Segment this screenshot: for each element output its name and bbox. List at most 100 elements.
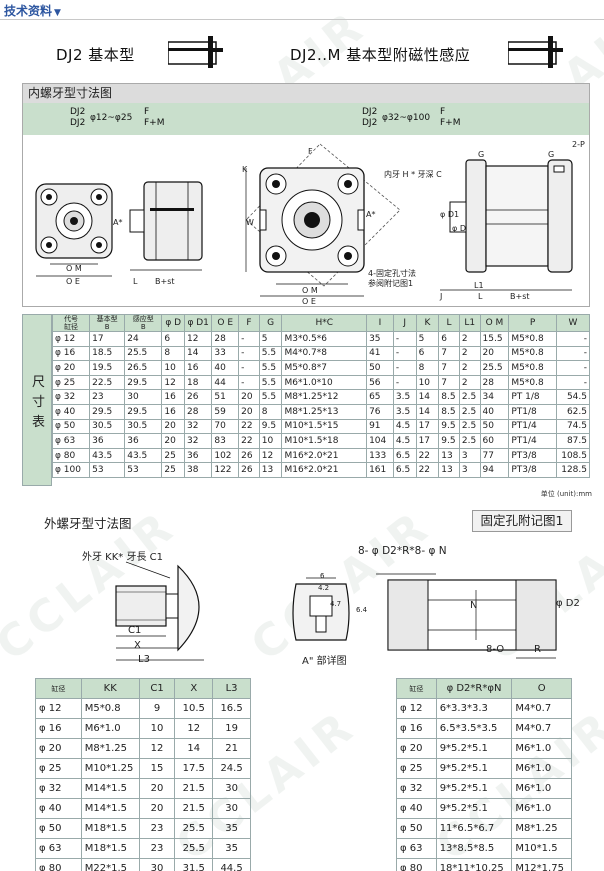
table-cell: 16 bbox=[161, 389, 186, 405]
table-cell: M6*1.0 bbox=[80, 718, 140, 739]
right-model-f: F bbox=[440, 107, 446, 117]
table-cell: 9*5.2*5.1 bbox=[435, 778, 513, 799]
table-cell: 25.5 bbox=[174, 838, 214, 859]
header-divider bbox=[0, 19, 604, 20]
table-cell: 56 bbox=[366, 374, 394, 391]
table-cell: 40 bbox=[479, 403, 510, 420]
table-cell: 2.5 bbox=[458, 433, 481, 449]
dim-phid1-label: φ D1 bbox=[440, 210, 460, 219]
table-cell: 20 bbox=[138, 798, 176, 819]
table-cell: 2 bbox=[458, 345, 481, 362]
table-cell: 17 bbox=[415, 418, 440, 435]
table-cell: M4*0.7 bbox=[511, 718, 572, 739]
table-cell: 29.5 bbox=[89, 403, 126, 420]
table-cell: 50 bbox=[366, 360, 394, 376]
dim-l1-label: L1 bbox=[474, 281, 484, 290]
table-cell: 83 bbox=[211, 433, 240, 449]
dim-d2-label: φ D2 bbox=[556, 598, 580, 609]
table-cell: 21 bbox=[212, 738, 251, 759]
table-cell: 5.5 bbox=[258, 389, 283, 405]
table-cell: 74.5 bbox=[555, 418, 591, 435]
right-model-range: φ32~φ100 bbox=[382, 113, 431, 123]
table-cell: 35 bbox=[366, 331, 394, 347]
table-cell: M12*1.75 bbox=[511, 858, 572, 871]
table-cell: 17 bbox=[89, 331, 126, 347]
table-cell: 14 bbox=[174, 738, 214, 759]
table-cell: 12 bbox=[174, 718, 214, 739]
table-cell: 25.5 bbox=[479, 360, 510, 376]
table-cell: φ 32 bbox=[396, 778, 437, 799]
table-cell: 8 bbox=[161, 345, 186, 362]
table-cell: 8.5 bbox=[438, 403, 460, 420]
table-cell: - bbox=[392, 345, 417, 362]
table-cell: 22 bbox=[415, 447, 440, 464]
table-cell: 8 bbox=[415, 360, 440, 376]
table-cell: 20 bbox=[138, 778, 176, 799]
table-cell: 13 bbox=[258, 462, 283, 478]
table-cell: 6.5*3.5*3.5 bbox=[435, 718, 513, 739]
table-cell: M18*1.5 bbox=[80, 838, 140, 859]
table-cell: - bbox=[392, 374, 417, 391]
dim-om-label: O M bbox=[302, 286, 318, 295]
table-cell: 23 bbox=[89, 389, 126, 405]
table-cell: 6 bbox=[161, 331, 186, 347]
table-cell: 29.5 bbox=[124, 403, 163, 420]
table-cell: φ 20 bbox=[51, 360, 91, 376]
table-cell: φ 50 bbox=[396, 818, 437, 839]
table-cell: φ 20 bbox=[35, 738, 82, 759]
table-cell: 91 bbox=[366, 418, 394, 435]
table-cell: 16 bbox=[161, 403, 186, 420]
table-cell: 17 bbox=[415, 433, 440, 449]
table-cell: M8*1.25*13 bbox=[281, 403, 368, 420]
header-title[interactable]: 技术资料▼ bbox=[4, 4, 61, 18]
table-cell: 43.5 bbox=[124, 447, 163, 464]
table-cell: M5*0.8 bbox=[508, 374, 557, 391]
table-cell: 24 bbox=[124, 331, 163, 347]
table-cell: 13 bbox=[438, 462, 460, 478]
table-cell: M14*1.5 bbox=[80, 778, 140, 799]
thread-note: 内牙 H * 牙深 C bbox=[384, 170, 442, 179]
table-cell: 35 bbox=[212, 838, 251, 859]
table-cell: 30 bbox=[212, 778, 251, 799]
table-cell: 3 bbox=[458, 462, 481, 478]
table-cell: 32 bbox=[184, 418, 213, 435]
table-cell: φ 40 bbox=[35, 798, 82, 819]
table-cell: 20 bbox=[238, 389, 260, 405]
table-cell: 16.5 bbox=[212, 698, 251, 719]
table-cell: 54.5 bbox=[555, 389, 591, 405]
table-cell: 28 bbox=[479, 374, 510, 391]
table-cell: 14 bbox=[184, 345, 213, 362]
table-cell: - bbox=[392, 331, 417, 347]
table-cell: - bbox=[238, 374, 260, 391]
table-cell: 6.5 bbox=[392, 447, 417, 464]
table-cell: φ 50 bbox=[35, 818, 82, 839]
table-cell: M4*0.7 bbox=[511, 698, 572, 719]
table-cell: 4.5 bbox=[392, 433, 417, 449]
external-thread-drawing bbox=[115, 561, 204, 661]
small-front-view-drawing bbox=[35, 183, 113, 277]
table-cell: 9.5 bbox=[438, 418, 460, 435]
table-cell: - bbox=[238, 360, 260, 376]
table-cell: 9*5.2*5.1 bbox=[435, 738, 513, 759]
table-cell: 128.5 bbox=[555, 462, 591, 478]
table-cell: 20 bbox=[238, 403, 260, 420]
dim-64-label: 6.4 bbox=[356, 606, 368, 614]
table-cell: φ 12 bbox=[35, 698, 82, 719]
right-model-fm: F+M bbox=[440, 118, 461, 128]
table-cell: 60 bbox=[479, 433, 510, 449]
table-cell: 36 bbox=[89, 433, 126, 449]
table-cell: M5*0.8*7 bbox=[281, 360, 368, 376]
table-cell: 30 bbox=[138, 858, 176, 871]
table-cell: 44 bbox=[211, 374, 240, 391]
table-cell: 41 bbox=[366, 345, 394, 362]
table-cell: 20 bbox=[161, 433, 186, 449]
table-cell: 20 bbox=[161, 418, 186, 435]
table-cell: PT3/8 bbox=[508, 447, 557, 464]
table-cell: 26 bbox=[238, 447, 260, 464]
dim-l3-label: L3 bbox=[138, 654, 150, 665]
hole-note-line1: 4-固定孔寸法 bbox=[368, 269, 416, 278]
cylinder-icon bbox=[508, 36, 563, 68]
dim-bst-label: B+st bbox=[510, 292, 530, 301]
